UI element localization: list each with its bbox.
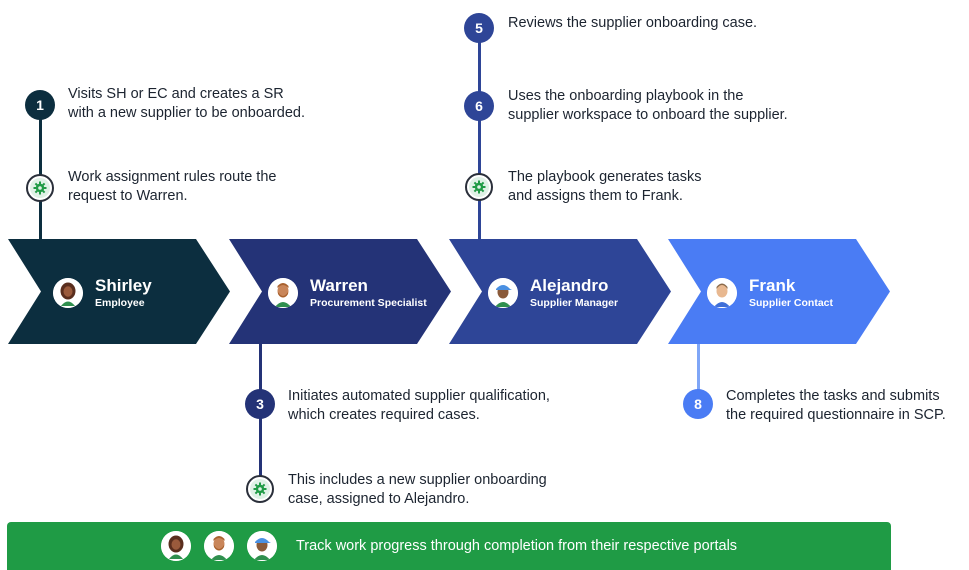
- step-4-automation-badge: [246, 475, 274, 503]
- woman-avatar-icon: [53, 278, 83, 308]
- alejandro-connector-line: [478, 28, 481, 239]
- gear-icon: [472, 180, 486, 194]
- woman-avatar-icon: [160, 531, 191, 561]
- persona-name: Alejandro: [530, 276, 609, 295]
- frank-chevron: [668, 239, 890, 344]
- step-8-text: Completes the tasks and submits the requ…: [726, 388, 946, 423]
- step-4-text: This includes a new supplier onboarding …: [288, 472, 547, 507]
- persona-role: Procurement Specialist: [310, 297, 427, 309]
- banner-text: Track work progress through completion f…: [295, 538, 738, 554]
- persona-shirley: Shirley Employee: [53, 276, 152, 310]
- step-7-text: The playbook generates tasks and assigns…: [508, 169, 702, 204]
- persona-role: Supplier Contact: [749, 297, 834, 309]
- alejandro-chevron: [449, 239, 671, 344]
- man-beard-avatar-icon: [203, 531, 234, 561]
- step-2-automation-badge: [26, 174, 54, 202]
- step-3-number-badge: 3: [245, 389, 275, 419]
- persona-alejandro: Alejandro Supplier Manager: [488, 276, 618, 310]
- step-8-number-badge: 8: [683, 389, 713, 419]
- persona-name: Frank: [749, 276, 796, 295]
- step-5-number-badge: 5: [464, 13, 494, 43]
- persona-name: Shirley: [95, 276, 152, 295]
- step-7-automation-badge: [465, 173, 493, 201]
- step-6-number-badge: 6: [464, 91, 494, 121]
- gear-icon: [253, 482, 267, 496]
- persona-role: Employee: [95, 297, 145, 309]
- step-1-text: Visits SH or EC and creates a SR with a …: [68, 86, 305, 121]
- step-1-number-badge: 1: [25, 90, 55, 120]
- man-beard-avatar-icon: [268, 278, 298, 308]
- progress-banner: Track work progress through completion f…: [7, 522, 891, 570]
- gear-icon: [33, 181, 47, 195]
- warren-chevron: [229, 239, 451, 344]
- shirley-chevron: [8, 239, 230, 344]
- persona-frank: Frank Supplier Contact: [707, 276, 833, 310]
- man-cap-avatar-icon: [488, 278, 518, 308]
- step-5-text: Reviews the supplier onboarding case.: [508, 15, 758, 31]
- man-cap-avatar-icon: [246, 531, 277, 561]
- persona-role: Supplier Manager: [530, 297, 619, 309]
- step-6-text: Uses the onboarding playbook in the supp…: [508, 88, 788, 123]
- persona-warren: Warren Procurement Specialist: [268, 276, 427, 310]
- man-avatar-icon: [707, 278, 737, 308]
- persona-name: Warren: [310, 276, 368, 295]
- shirley-connector-line: [39, 104, 42, 239]
- step-3-text: Initiates automated supplier qualificati…: [288, 388, 550, 423]
- step-2-text: Work assignment rules route the request …: [68, 169, 277, 204]
- frank-connector-line: [697, 344, 700, 394]
